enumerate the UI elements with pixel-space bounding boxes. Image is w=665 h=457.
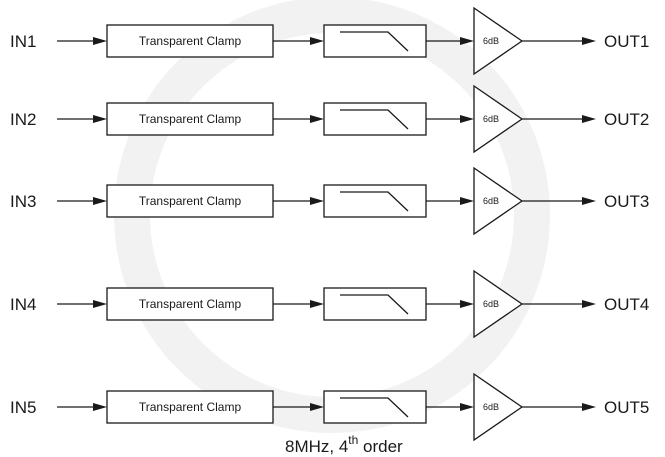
output-arrow-arrowhead — [582, 403, 596, 411]
lowpass-response-icon — [340, 191, 409, 212]
output-arrow-arrowhead — [582, 197, 596, 205]
lowpass-filter-block — [323, 287, 427, 321]
clamp-block — [106, 184, 274, 218]
input-label: IN4 — [10, 295, 36, 314]
clamp-to-filter-arrow-arrowhead — [310, 115, 324, 123]
lowpass-filter-block — [323, 24, 427, 58]
clamp-label: Transparent Clamp — [139, 112, 242, 126]
lowpass-filter-block — [323, 102, 427, 136]
output-arrow-arrowhead — [582, 300, 596, 308]
amplifier-block — [473, 166, 524, 236]
clamp-block — [106, 390, 274, 424]
clamp-label: Transparent Clamp — [139, 297, 242, 311]
filter-to-amp-arrow-arrowhead — [460, 115, 474, 123]
input-arrow-arrowhead — [93, 300, 107, 308]
clamp-label: Transparent Clamp — [139, 34, 242, 48]
lowpass-response-icon — [340, 397, 409, 418]
amplifier-block — [473, 6, 524, 76]
filter-to-amp-arrow-arrowhead — [460, 403, 474, 411]
channel-row-2: IN2 Transparent Clamp 6dB OUT2 — [10, 84, 649, 154]
lowpass-response-icon — [340, 294, 409, 315]
channel-row-3: IN3 Transparent Clamp 6dB OUT3 — [10, 166, 649, 236]
output-label: OUT4 — [604, 295, 649, 314]
gain-label: 6dB — [483, 299, 499, 309]
clamp-block — [106, 287, 274, 321]
clamp-block — [106, 24, 274, 58]
amplifier-block — [473, 372, 524, 442]
gain-label: 6dB — [483, 36, 499, 46]
input-arrow-arrowhead — [93, 197, 107, 205]
output-label: OUT3 — [604, 192, 649, 211]
clamp-block — [106, 102, 274, 136]
clamp-to-filter-arrow-arrowhead — [310, 403, 324, 411]
filter-to-amp-arrow-arrowhead — [460, 197, 474, 205]
lowpass-response-icon — [340, 31, 409, 52]
output-label: OUT2 — [604, 110, 649, 129]
filter-to-amp-arrow-arrowhead — [460, 37, 474, 45]
channel-row-1: IN1 Transparent Clamp 6dB OUT1 — [10, 6, 649, 76]
input-label: IN5 — [10, 398, 36, 417]
gain-label: 6dB — [483, 114, 499, 124]
clamp-to-filter-arrow-arrowhead — [310, 37, 324, 45]
clamp-label: Transparent Clamp — [139, 400, 242, 414]
lowpass-response-icon — [340, 109, 409, 130]
input-arrow-arrowhead — [93, 37, 107, 45]
gain-label: 6dB — [483, 402, 499, 412]
clamp-to-filter-arrow-arrowhead — [310, 300, 324, 308]
output-arrow-arrowhead — [582, 37, 596, 45]
output-arrow-arrowhead — [582, 115, 596, 123]
clamp-label: Transparent Clamp — [139, 194, 242, 208]
input-arrow-arrowhead — [93, 403, 107, 411]
lowpass-filter-block — [323, 184, 427, 218]
lowpass-filter-block — [323, 390, 427, 424]
channel-row-4: IN4 Transparent Clamp 6dB OUT4 — [10, 269, 649, 339]
amplifier-block — [473, 269, 524, 339]
amplifier-block — [473, 84, 524, 154]
input-label: IN3 — [10, 192, 36, 211]
filter-caption: 8MHz, 4th order — [285, 433, 403, 456]
clamp-to-filter-arrow-arrowhead — [310, 197, 324, 205]
filter-to-amp-arrow-arrowhead — [460, 300, 474, 308]
gain-label: 6dB — [483, 196, 499, 206]
input-arrow-arrowhead — [93, 115, 107, 123]
output-label: OUT5 — [604, 398, 649, 417]
input-label: IN1 — [10, 32, 36, 51]
channel-row-5: IN5 Transparent Clamp 6dB OUT5 — [10, 372, 649, 442]
input-label: IN2 — [10, 110, 36, 129]
output-label: OUT1 — [604, 32, 649, 51]
